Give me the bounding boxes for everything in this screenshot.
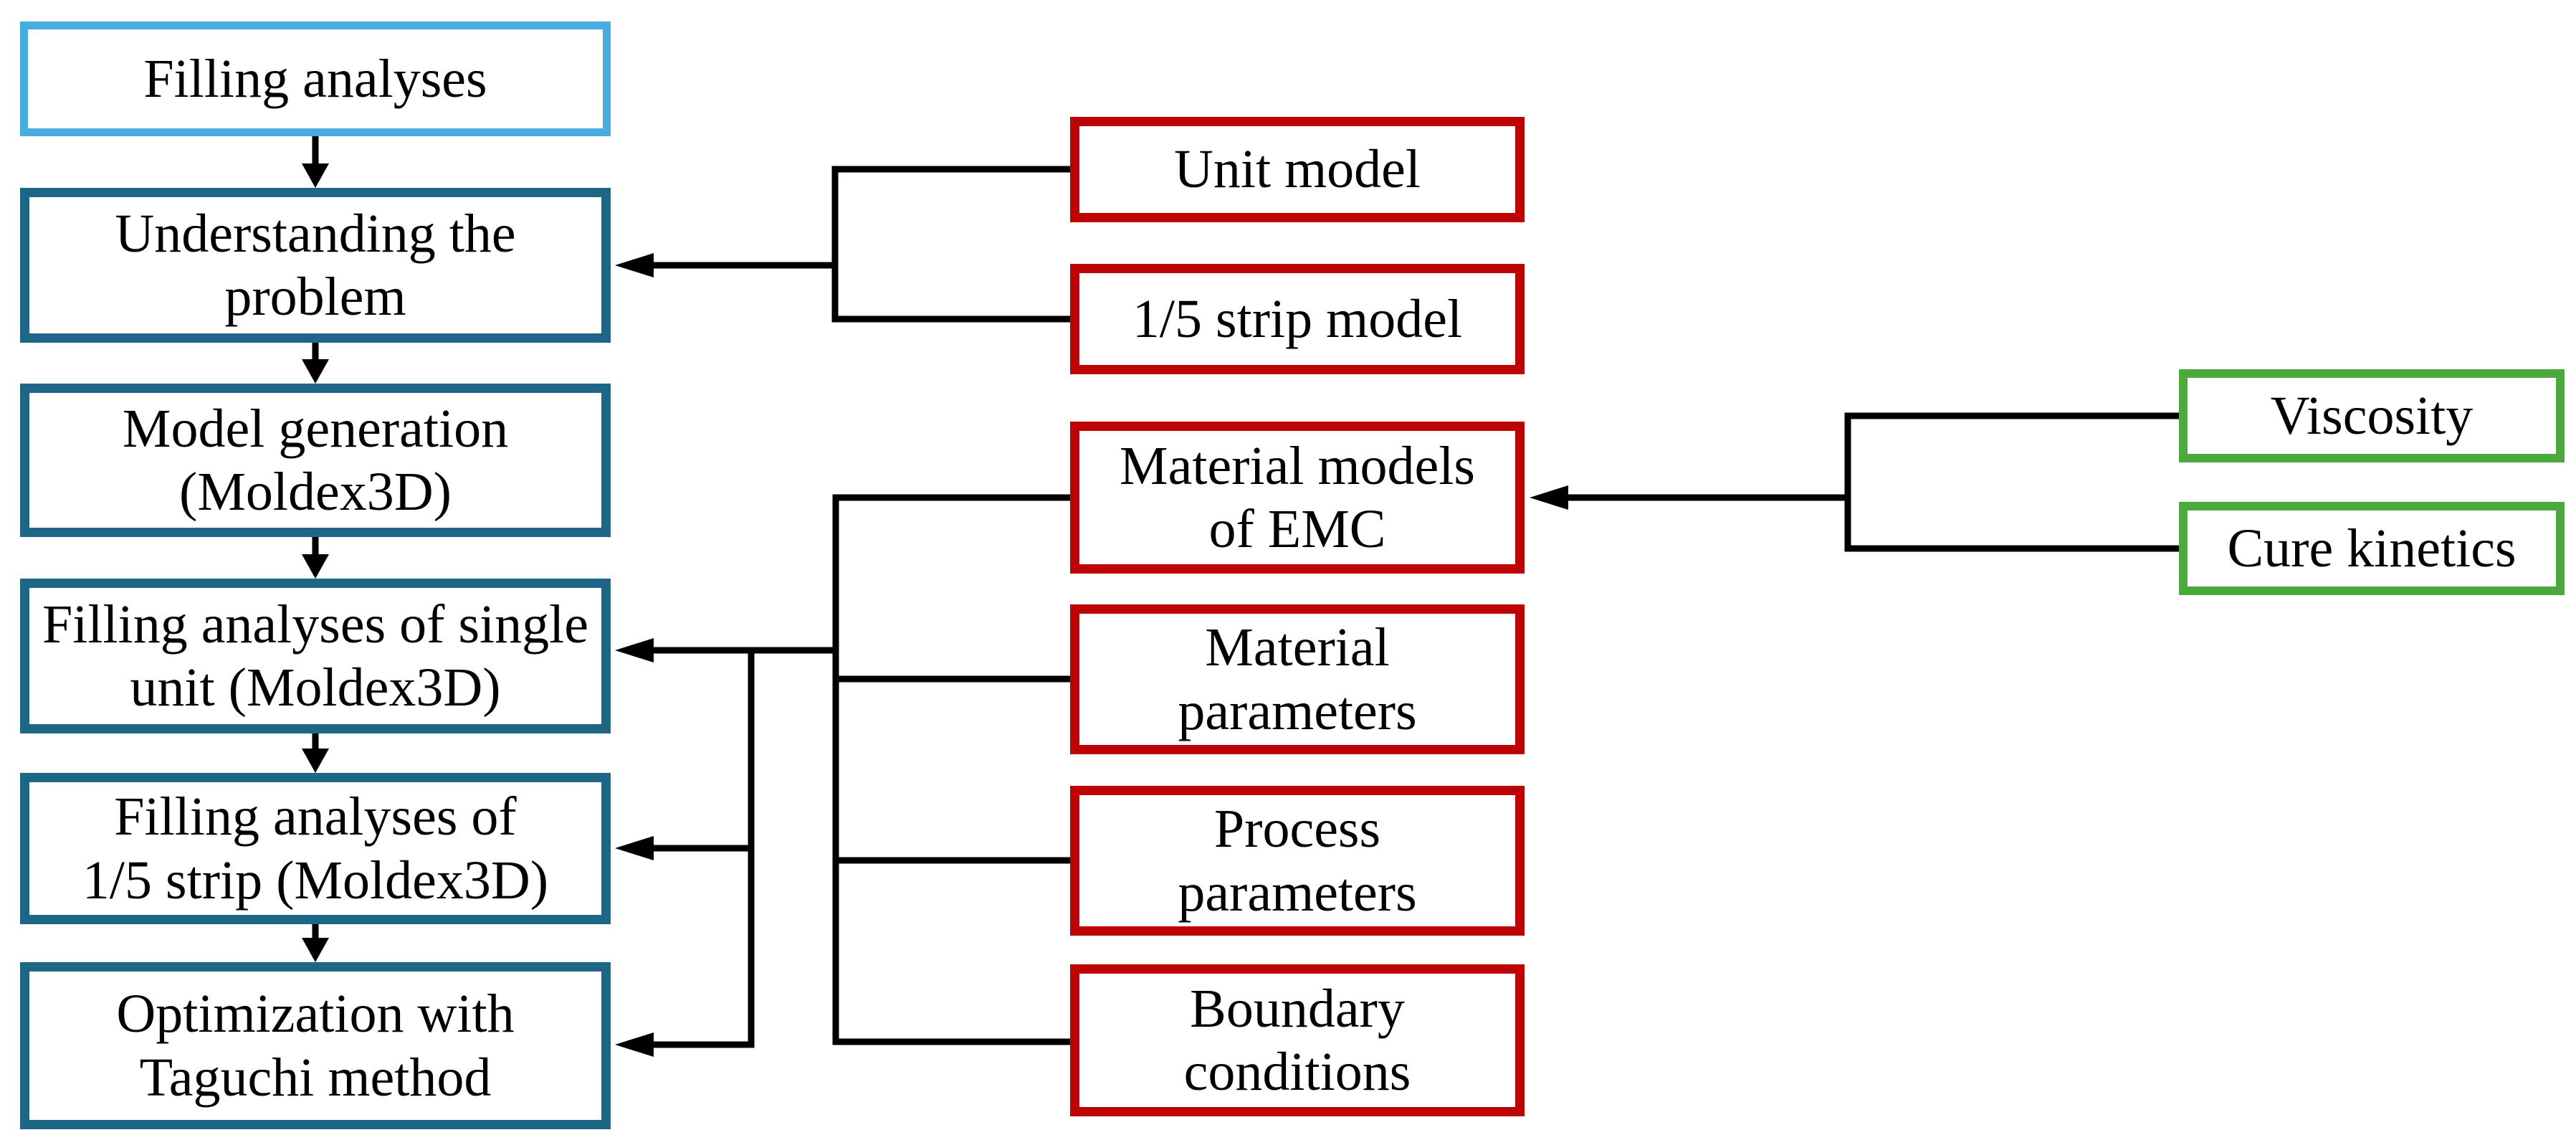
node-label-line: 1/5 strip model [1132,288,1463,349]
arrow-left-icon [615,836,654,860]
arrow-left-icon [1530,485,1568,510]
arrow-down-icon [302,749,329,773]
arrow-left-icon [615,1032,654,1057]
node-label-line: Filling analyses [143,48,487,109]
node-one-fifth-strip-model: 1/5 strip model [1070,264,1525,374]
node-label-line: Optimization with [116,984,515,1045]
connector-models-to-understanding [615,166,1070,323]
node-label-line: Boundary [1190,978,1405,1039]
flow-arrow-down-4 [302,733,329,773]
node-label-line: Viscosity [2270,385,2474,446]
node-optimization-taguchi: Optimization with Taguchi method [20,962,611,1129]
node-boundary-conditions: Boundary conditions [1070,964,1525,1116]
node-viscosity: Viscosity [2179,369,2565,462]
arrow-down-icon [302,554,329,579]
node-label-line: Taguchi method [139,1047,492,1108]
node-label-line: Model generation [122,398,509,459]
arrow-left-icon [615,638,654,662]
node-cure-kinetics: Cure kinetics [2179,502,2565,595]
node-label-line: parameters [1178,680,1417,741]
node-label-line: unit (Moldex3D) [130,657,501,718]
node-label-line: of EMC [1208,499,1386,559]
arrow-down-icon [302,359,329,384]
node-label-line: Process [1213,799,1381,860]
node-unit-model: Unit model [1070,117,1525,222]
node-understanding-problem: Understanding the problem [20,188,611,343]
node-label-line: Filling analyses of single [42,594,589,655]
node-label-line: problem [224,267,406,327]
node-filling-single-unit: Filling analyses of single unit (Moldex3… [20,579,611,733]
node-material-models-emc: Material models of EMC [1070,422,1525,574]
node-label-line: Understanding the [115,203,516,264]
node-filling-one-fifth-strip: Filling analyses of 1/5 strip (Moldex3D) [20,773,611,924]
node-label-line: Material [1205,617,1390,678]
node-label-line: Filling analyses of [114,787,517,847]
node-material-parameters: Material parameters [1070,604,1525,754]
node-filling-analyses: Filling analyses [20,22,611,136]
node-label-line: Material models [1120,435,1475,496]
flow-arrow-down-1 [302,136,329,188]
arrow-down-icon [302,938,329,962]
flow-arrow-down-5 [302,924,329,962]
node-label-line: Cure kinetics [2227,518,2517,579]
connector-inputs-to-analyses [615,494,1070,1057]
flow-arrow-down-2 [302,343,329,384]
node-label-line: 1/5 strip (Moldex3D) [82,850,549,911]
connector-kinetics-to-material-models [1530,412,2179,552]
flow-arrow-down-3 [302,537,329,579]
node-label-line: conditions [1183,1042,1411,1102]
arrow-left-icon [615,253,654,277]
node-model-generation: Model generation (Moldex3D) [20,384,611,537]
node-process-parameters: Process parameters [1070,786,1525,936]
node-label-line: parameters [1178,862,1417,923]
node-label-line: (Moldex3D) [179,462,452,522]
node-label-line: Unit model [1173,139,1421,200]
arrow-down-icon [302,163,329,188]
